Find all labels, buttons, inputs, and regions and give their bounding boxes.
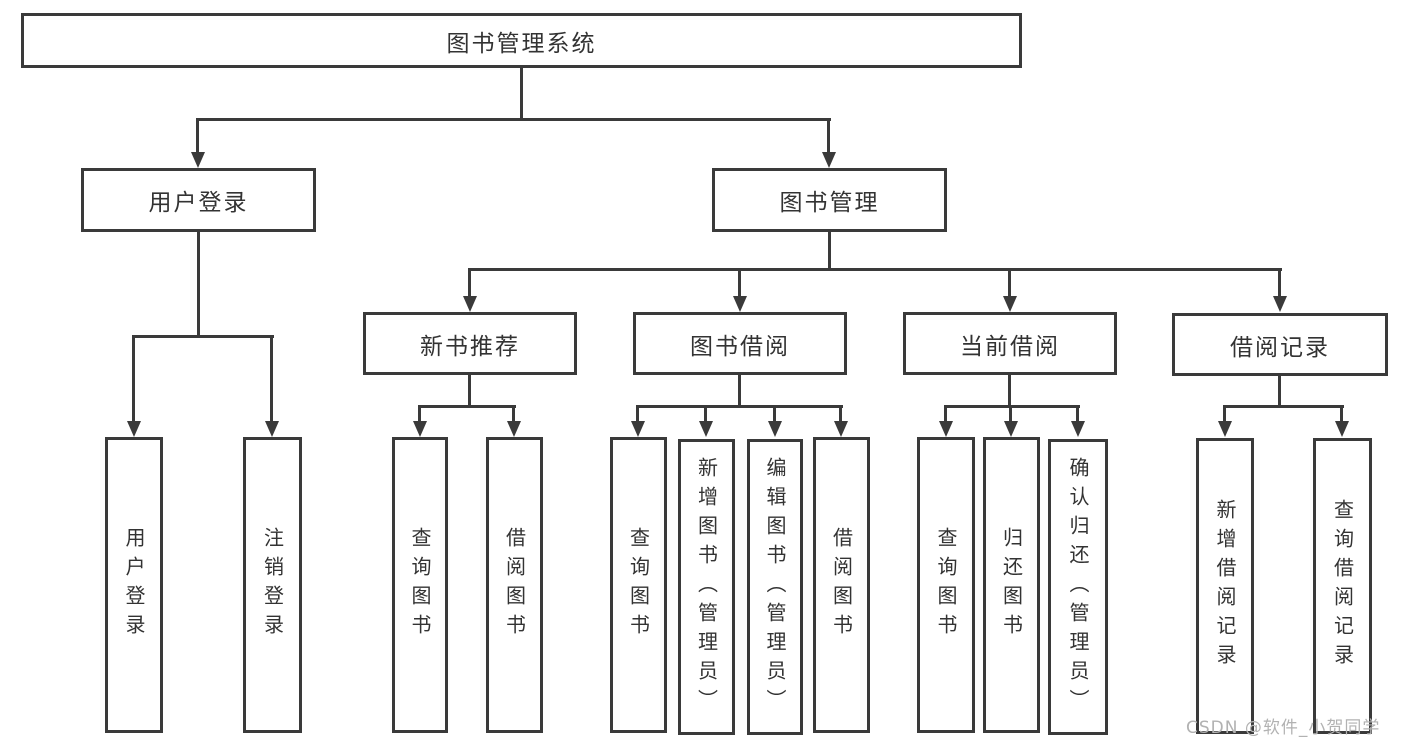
leaf-confirm-return-admin: 确认归还（管理员） bbox=[1048, 439, 1108, 735]
leaf-query-borrow-record-label: 查询借阅记录 bbox=[1330, 499, 1355, 673]
arrow-down-icon bbox=[1003, 268, 1017, 312]
leaf-recommend-query-book-label: 查询图书 bbox=[408, 527, 432, 643]
node-root-label: 图书管理系统 bbox=[446, 30, 597, 57]
leaf-recommend-borrow-book: 借阅图书 bbox=[486, 437, 543, 733]
node-book-management-label: 图书管理 bbox=[779, 190, 880, 216]
node-user-login: 用户登录 bbox=[81, 168, 316, 232]
arrow-down-icon bbox=[1335, 405, 1349, 437]
node-book-borrow: 图书借阅 bbox=[633, 312, 847, 375]
node-new-book-recommend-label: 新书推荐 bbox=[420, 333, 520, 360]
node-borrow-record: 借阅记录 bbox=[1172, 313, 1388, 376]
arrow-down-icon bbox=[265, 335, 279, 437]
connector-recommend-stem bbox=[468, 373, 471, 407]
leaf-add-book-admin: 新增图书（管理员） bbox=[678, 439, 735, 735]
connector-record-hline bbox=[1223, 405, 1344, 408]
connector-recommend-hline bbox=[418, 405, 516, 408]
arrow-down-icon bbox=[768, 405, 782, 437]
node-user-login-label: 用户登录 bbox=[148, 190, 249, 216]
leaf-logout: 注销登录 bbox=[243, 437, 302, 733]
leaf-user-login: 用户登录 bbox=[105, 437, 163, 733]
leaf-add-borrow-record-label: 新增借阅记录 bbox=[1213, 499, 1237, 673]
arrow-down-icon bbox=[822, 118, 836, 168]
arrow-down-icon bbox=[1071, 405, 1085, 437]
node-book-management: 图书管理 bbox=[712, 168, 947, 232]
leaf-borrow-query-book-label: 查询图书 bbox=[626, 527, 651, 643]
leaf-borrow-query-book: 查询图书 bbox=[610, 437, 667, 733]
arrow-down-icon bbox=[191, 118, 205, 168]
node-root: 图书管理系统 bbox=[21, 13, 1022, 68]
connector-root-stem bbox=[520, 66, 523, 120]
connector-current-stem bbox=[1008, 373, 1011, 407]
connector-borrow-hline bbox=[636, 405, 843, 408]
leaf-borrow-borrow-book-label: 借阅图书 bbox=[829, 527, 854, 643]
node-borrow-record-label: 借阅记录 bbox=[1230, 334, 1330, 361]
leaf-current-query-book-label: 查询图书 bbox=[934, 527, 958, 643]
leaf-edit-book-admin-label: 编辑图书（管理员） bbox=[763, 456, 787, 718]
connector-root-hline bbox=[197, 118, 831, 121]
leaf-query-borrow-record: 查询借阅记录 bbox=[1313, 438, 1372, 734]
leaf-current-query-book: 查询图书 bbox=[917, 437, 975, 733]
arrow-down-icon bbox=[463, 268, 477, 312]
leaf-add-book-admin-label: 新增图书（管理员） bbox=[694, 456, 719, 718]
leaf-confirm-return-admin-label: 确认归还（管理员） bbox=[1066, 456, 1090, 718]
arrow-down-icon bbox=[631, 405, 645, 437]
arrow-down-icon bbox=[127, 335, 141, 437]
leaf-return-book: 归还图书 bbox=[983, 437, 1040, 733]
leaf-return-book-label: 归还图书 bbox=[999, 527, 1024, 643]
leaf-add-borrow-record: 新增借阅记录 bbox=[1196, 438, 1254, 734]
arrow-down-icon bbox=[699, 405, 713, 437]
arrow-down-icon bbox=[733, 268, 747, 312]
node-new-book-recommend: 新书推荐 bbox=[363, 312, 577, 375]
csdn-watermark: CSDN @软件_小贺同学 bbox=[1186, 718, 1381, 738]
arrow-down-icon bbox=[834, 405, 848, 437]
node-book-borrow-label: 图书借阅 bbox=[690, 333, 790, 360]
arrow-down-icon bbox=[1004, 405, 1018, 437]
arrow-down-icon bbox=[939, 405, 953, 437]
node-current-borrow-label: 当前借阅 bbox=[960, 333, 1060, 360]
arrow-down-icon bbox=[413, 405, 427, 437]
arrow-down-icon bbox=[1218, 405, 1232, 437]
node-current-borrow: 当前借阅 bbox=[903, 312, 1117, 375]
connector-borrow-stem bbox=[738, 373, 741, 407]
leaf-user-login-label: 用户登录 bbox=[122, 527, 146, 643]
leaf-borrow-borrow-book: 借阅图书 bbox=[813, 437, 870, 733]
connector-current-hline bbox=[944, 405, 1080, 408]
connector-login-stem bbox=[197, 230, 200, 337]
connector-record-stem bbox=[1278, 374, 1281, 407]
leaf-recommend-query-book: 查询图书 bbox=[392, 437, 448, 733]
connector-login-hline bbox=[132, 335, 274, 338]
arrow-down-icon bbox=[1273, 268, 1287, 312]
connector-mgmt-hline bbox=[468, 268, 1282, 271]
leaf-logout-label: 注销登录 bbox=[260, 527, 285, 643]
leaf-edit-book-admin: 编辑图书（管理员） bbox=[747, 439, 803, 735]
leaf-recommend-borrow-book-label: 借阅图书 bbox=[502, 527, 527, 643]
connector-mgmt-stem bbox=[828, 230, 831, 270]
arrow-down-icon bbox=[507, 405, 521, 437]
